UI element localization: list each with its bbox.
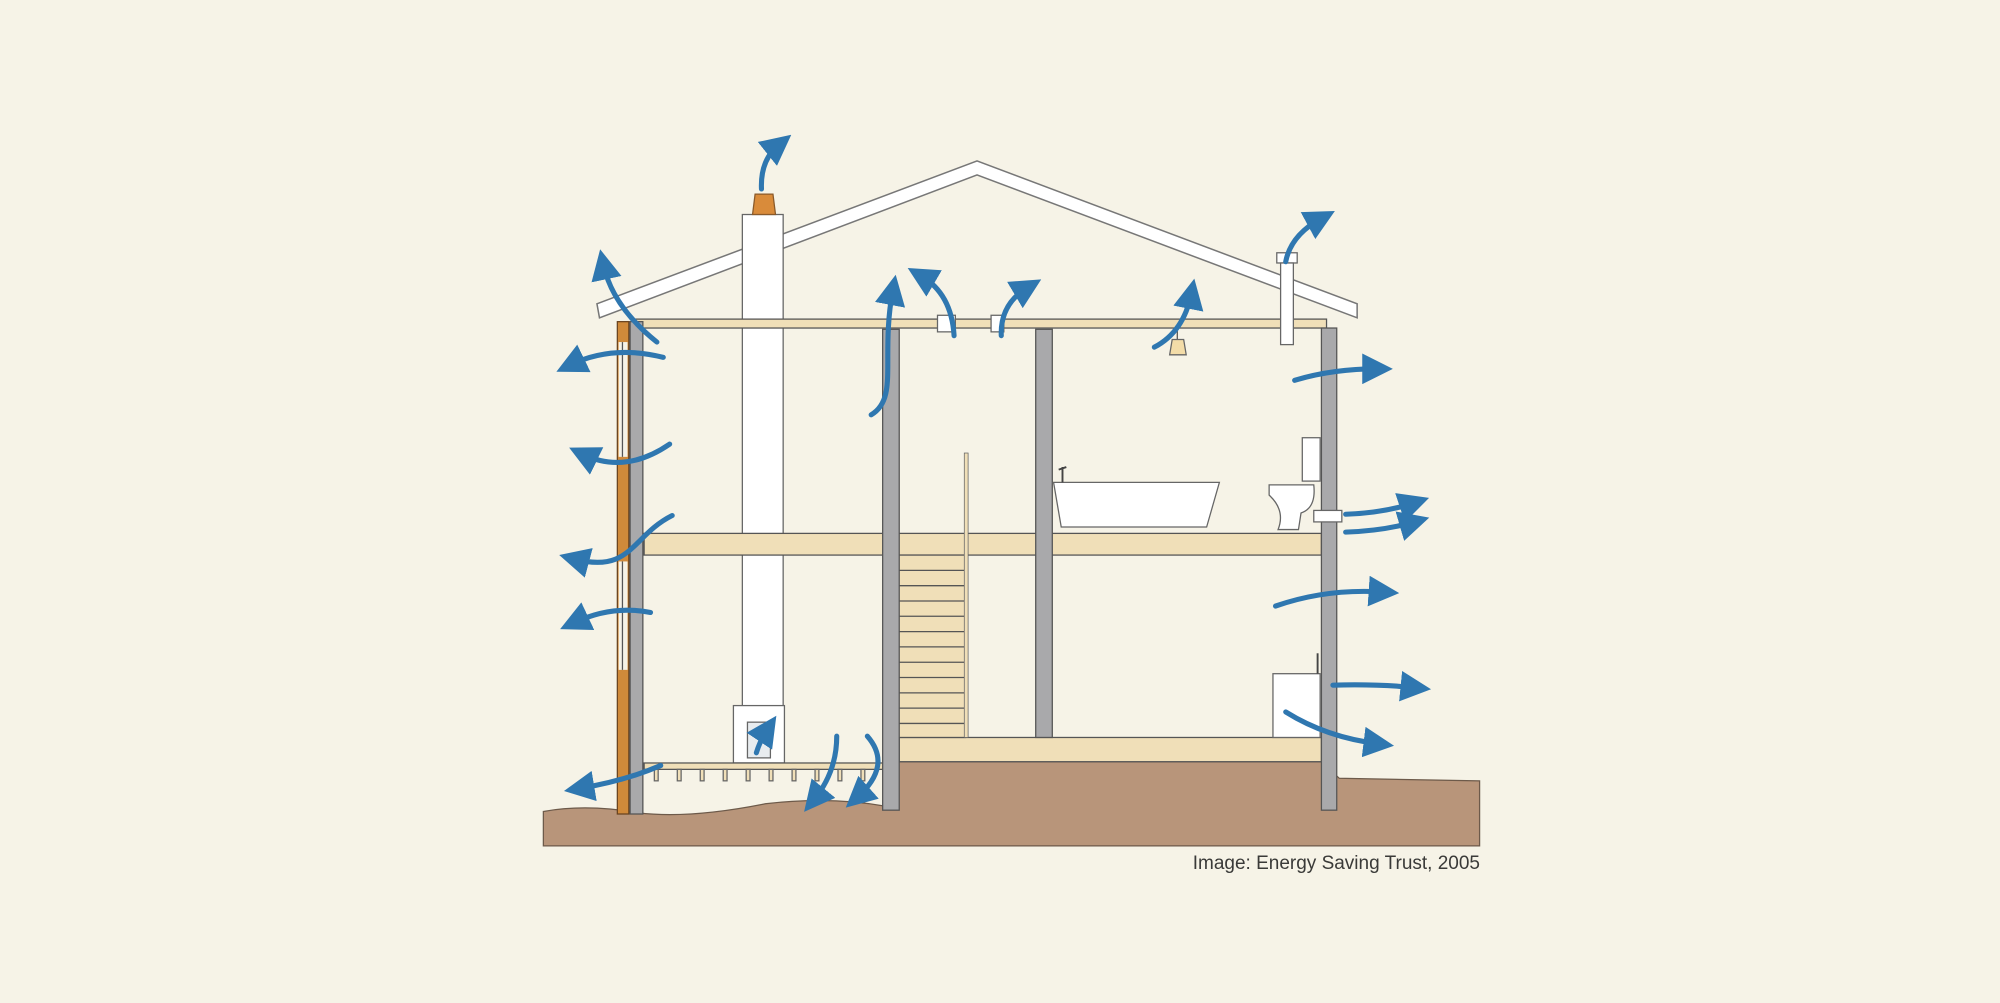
arrow-right-4 xyxy=(1272,575,1400,609)
ceiling-joist xyxy=(633,318,1328,329)
arrow-right-3 xyxy=(1343,511,1430,541)
toilet xyxy=(1268,437,1343,531)
arrow-light xyxy=(1151,278,1204,350)
bath xyxy=(1052,466,1221,528)
arrow-wall-1 xyxy=(556,344,666,373)
arrow-service-pipe xyxy=(868,274,906,418)
vent-pipe xyxy=(1276,252,1298,346)
arrow-right-5 xyxy=(1330,670,1432,702)
interior-wall-2 xyxy=(1035,328,1053,739)
arrow-right-6 xyxy=(1283,709,1395,758)
arrow-vent xyxy=(1283,211,1335,265)
arrow-right-2 xyxy=(1343,493,1430,523)
arrow-wall-3 xyxy=(559,512,675,578)
suspended-floor xyxy=(643,762,888,782)
arrow-eaves xyxy=(591,249,660,345)
chimney xyxy=(732,193,786,764)
ground-floor-solid xyxy=(898,736,1323,763)
arrow-loft-hatch-1 xyxy=(907,268,957,339)
arrow-wall-5 xyxy=(563,762,664,802)
arrow-wall-4 xyxy=(560,602,654,631)
arrow-floor-2 xyxy=(845,733,881,808)
left-wall xyxy=(616,321,644,815)
first-floor xyxy=(643,532,1323,556)
arrow-wall-2 xyxy=(569,441,673,475)
arrow-floor-1 xyxy=(804,733,840,812)
ground xyxy=(542,761,1481,847)
right-wall xyxy=(1320,327,1338,811)
arrow-loft-hatch-2 xyxy=(998,279,1042,339)
image-credit: Image: Energy Saving Trust, 2005 xyxy=(1192,853,1480,874)
arrow-chimney xyxy=(757,134,792,192)
stairs xyxy=(892,452,969,739)
air-leakage-arrows xyxy=(556,134,1432,812)
arrow-fireplace xyxy=(746,715,777,756)
roof xyxy=(596,160,1358,319)
arrow-right-1 xyxy=(1292,353,1393,385)
